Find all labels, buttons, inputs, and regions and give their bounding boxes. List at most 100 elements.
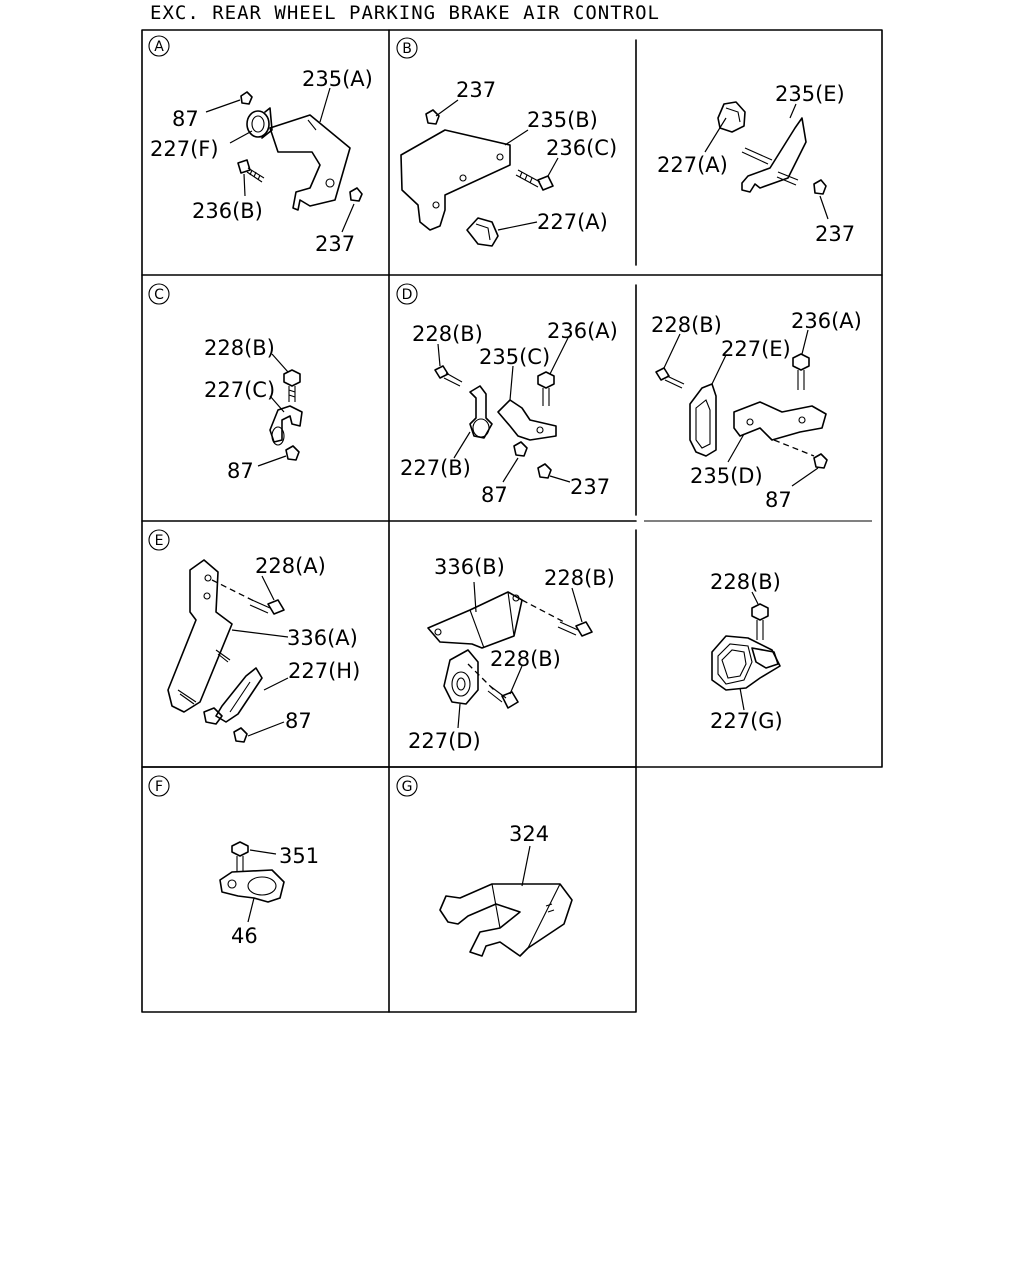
leaders-c xyxy=(257,353,289,467)
plate-e xyxy=(203,707,223,725)
label-87-d: 87 xyxy=(481,483,508,507)
label-228a: 228(A) xyxy=(255,554,326,578)
diagram-title: EXC. REAR WHEEL PARKING BRAKE AIR CONTRO… xyxy=(150,2,660,24)
label-227h: 227(H) xyxy=(288,659,360,683)
label-351: 351 xyxy=(279,844,319,868)
panel-b2: 235(E) 227(A) 237 xyxy=(657,82,855,246)
bolt-236a xyxy=(537,371,555,406)
svg-text:F: F xyxy=(155,779,163,795)
panel-b: B 237 235(B) 236(C) 227(A) xyxy=(396,37,617,247)
leaders-f xyxy=(247,849,277,923)
label-237-b2: 237 xyxy=(815,222,855,246)
nut-87-d xyxy=(513,441,528,457)
label-227a-2: 227(A) xyxy=(657,153,728,177)
panel-letter-c: C xyxy=(148,283,170,305)
label-236c: 236(C) xyxy=(546,136,617,160)
bracket-235e xyxy=(741,117,807,193)
nut-87 xyxy=(240,91,253,105)
bolt-228b xyxy=(283,369,301,402)
leaders-d xyxy=(437,337,571,483)
clamp-227f xyxy=(246,107,273,139)
panel-a: A 235(A) 87 227(F) 236(B) 237 xyxy=(148,35,373,256)
label-336b: 336(B) xyxy=(434,555,505,579)
leaders-e2 xyxy=(457,581,583,729)
clamp-227e xyxy=(689,383,717,457)
label-236a-d2: 236(A) xyxy=(791,309,862,333)
panel-d2: 228(B) 236(A) 227(E) 235(D) 87 xyxy=(651,309,862,512)
label-228b-c: 228(B) xyxy=(204,336,275,360)
clip-227a-2 xyxy=(717,101,746,133)
nut-87-e xyxy=(233,727,248,743)
clamp-227c xyxy=(269,405,303,446)
label-237-b: 237 xyxy=(456,78,496,102)
bolt-228b-e3 xyxy=(751,603,769,640)
svg-text:A: A xyxy=(154,39,164,55)
label-46: 46 xyxy=(231,924,258,948)
clamp-227h xyxy=(215,667,263,723)
label-236b: 236(B) xyxy=(192,199,263,223)
leaders-b2 xyxy=(704,103,829,220)
label-235d: 235(D) xyxy=(690,464,763,488)
bolt-228b-d xyxy=(434,365,463,387)
bolt-237 xyxy=(776,171,827,195)
bolt-228a xyxy=(249,599,285,615)
svg-text:G: G xyxy=(402,779,413,795)
bolt-236b xyxy=(237,159,265,183)
label-237: 237 xyxy=(315,232,355,256)
nut-87-c xyxy=(285,445,300,461)
panel-e2: 336(B) 228(B) 228(B) 227(D) xyxy=(408,555,615,753)
leaders-g xyxy=(521,845,531,887)
dash-lines-d2 xyxy=(773,439,815,457)
panel-letter-d: D xyxy=(396,283,418,305)
label-227g: 227(G) xyxy=(710,709,783,733)
label-228b-e3: 228(B) xyxy=(710,570,781,594)
clamp-227d xyxy=(443,649,479,705)
panel-d: D 228(B) 236(A) 235(C) xyxy=(396,283,618,507)
panel-letter-g: G xyxy=(396,775,418,797)
bolt-351 xyxy=(231,841,249,872)
nut-87-d2 xyxy=(813,453,828,469)
clamp-227g xyxy=(711,635,781,691)
bracket-235b xyxy=(400,129,511,231)
bracket-336a xyxy=(167,559,233,713)
svg-text:E: E xyxy=(155,533,164,549)
panel-e3: 228(B) 227(G) xyxy=(710,570,783,733)
dash-lines-e2 xyxy=(467,599,565,691)
bolt-228b-e2a xyxy=(557,621,593,637)
nut-237-b xyxy=(425,109,440,125)
svg-text:D: D xyxy=(402,287,413,303)
bracket-235d xyxy=(733,401,827,441)
label-228b-e2b: 228(B) xyxy=(490,647,561,671)
bracket-235c xyxy=(497,399,557,441)
label-227e: 227(E) xyxy=(721,337,791,361)
panel-c: C 228(B) 227(C) 87 xyxy=(148,283,303,483)
label-228b-d: 228(B) xyxy=(412,322,483,346)
leaders-d2 xyxy=(663,329,819,487)
bracket-324 xyxy=(439,883,573,957)
label-227d: 227(D) xyxy=(408,729,481,753)
clamp-227b xyxy=(469,385,493,439)
label-227a: 227(A) xyxy=(537,210,608,234)
bolt-236a-d2 xyxy=(792,353,810,390)
label-87: 87 xyxy=(172,107,199,131)
label-87-d2: 87 xyxy=(765,488,792,512)
bolt-228b-d2 xyxy=(655,367,685,389)
label-336a: 336(A) xyxy=(287,626,358,650)
label-227c: 227(C) xyxy=(204,378,275,402)
dash-lines-e xyxy=(211,579,257,603)
panel-f: F 351 46 xyxy=(148,775,319,948)
label-237-d: 237 xyxy=(570,475,610,499)
label-228b-e2a: 228(B) xyxy=(544,566,615,590)
label-324: 324 xyxy=(509,822,549,846)
label-227b: 227(B) xyxy=(400,456,471,480)
panel-letter-e: E xyxy=(148,529,170,551)
leaders-b xyxy=(435,99,559,231)
leaders-a xyxy=(205,87,355,233)
label-235c: 235(C) xyxy=(479,345,550,369)
leaders-e3 xyxy=(739,591,759,711)
label-235a: 235(A) xyxy=(302,67,373,91)
panel-e: E 228(A) 336(A) xyxy=(148,529,360,743)
clip-227a xyxy=(466,217,499,247)
label-235b: 235(B) xyxy=(527,108,598,132)
